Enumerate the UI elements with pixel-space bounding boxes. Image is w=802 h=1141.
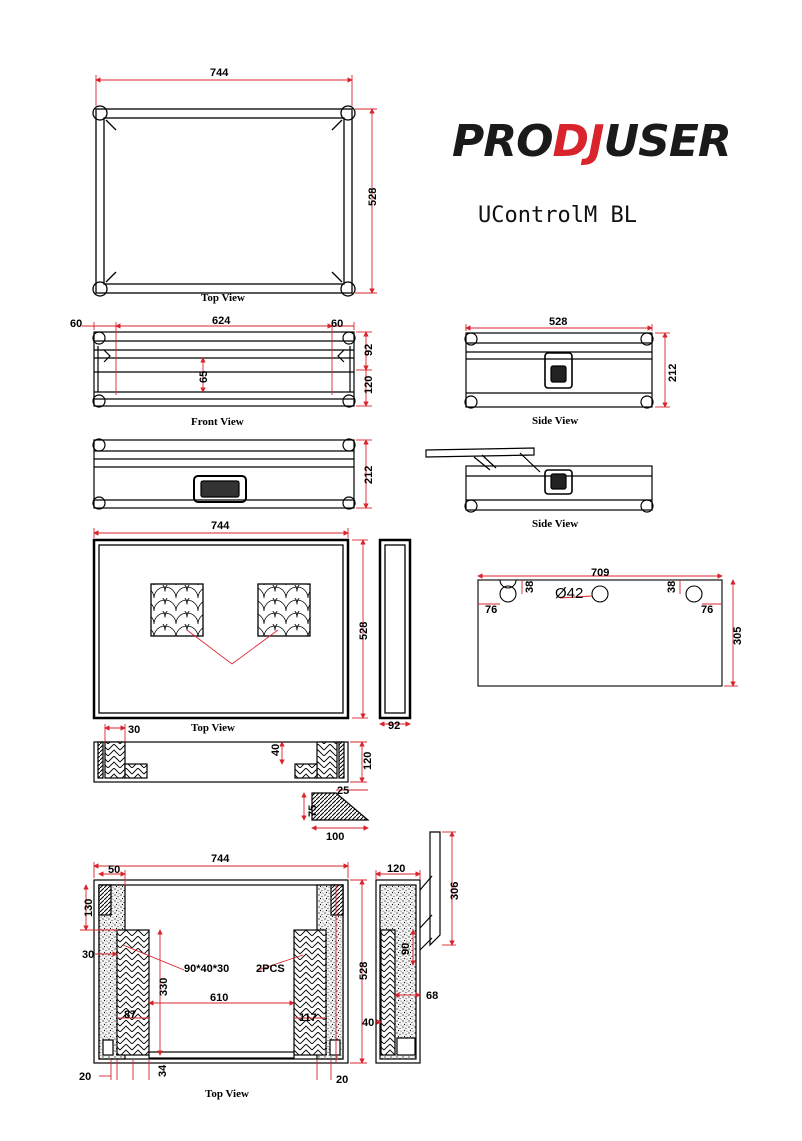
dim-30-b: 30 [82,949,94,961]
dim-60-right: 60 [331,318,343,330]
dim-40-a: 40 [270,744,282,756]
dim-306: 306 [449,882,461,900]
dim-68: 68 [426,990,438,1002]
dim-330: 330 [158,978,170,996]
caption-front-view: Front View [191,416,244,428]
dim-40-b: 40 [362,1017,374,1029]
view-10-foam-layout [93,879,349,1064]
view-5-side-open [425,447,654,513]
dim-phi42: Ø42 [555,585,583,602]
view-2-front [92,331,356,408]
dim-20-right: 20 [336,1074,348,1086]
view-7-panel [477,579,723,687]
dim-20-left: 20 [79,1071,91,1083]
dim-117: 117 [299,1012,317,1024]
dim-624: 624 [212,315,231,327]
view-6-top-interior [92,538,412,720]
dim-528: 528 [367,188,379,206]
dim-212-side: 212 [667,364,679,382]
dim-744: 744 [210,67,229,79]
dim-212-front: 212 [363,466,375,484]
brand-logo: PRODJUSER [452,116,732,167]
view-1-top-frame [92,105,356,297]
dim-120-c: 120 [387,863,405,875]
dim-528-c: 528 [358,962,370,980]
dim-50: 50 [108,864,120,876]
dim-90x40x30: 90*40*30 [184,963,229,975]
view-4-front-handle [92,438,356,510]
dim-65: 65 [198,371,210,383]
view-8-section [93,741,349,783]
dim-30-a: 30 [128,724,140,736]
dim-709: 709 [591,567,609,579]
dim-610: 610 [210,992,228,1004]
dim-75: 75 [307,805,319,817]
dim-744-b: 744 [211,520,230,532]
caption-top-view-3: Top View [205,1088,249,1100]
dim-90: 90 [400,943,412,955]
dim-25: 25 [337,785,349,797]
dim-528-b: 528 [358,622,370,640]
dim-100: 100 [326,831,344,843]
model-name: UControlM BL [478,203,637,228]
dim-38-left: 38 [524,581,536,593]
dim-34: 34 [157,1064,169,1077]
dim-528-side: 528 [549,316,567,328]
dim-38-right: 38 [666,581,678,593]
view-9-wedge [311,792,370,821]
caption-side-view-open: Side View [532,518,578,530]
dim-92-b: 92 [388,720,400,732]
dim-744-c: 744 [211,853,230,865]
view-3-side [464,332,654,409]
dim-130: 130 [83,899,95,917]
dim-60-left: 60 [70,318,82,330]
dim-76-right: 76 [701,604,713,616]
dim-120: 120 [363,376,375,394]
dim-120-b: 120 [362,752,374,770]
caption-top-view-2: Top View [191,722,235,734]
dim-76-left: 76 [485,604,497,616]
dim-87: 87 [124,1009,136,1021]
dim-92: 92 [363,344,375,356]
caption-side-view: Side View [532,415,578,427]
caption-top-view: Top View [201,292,245,304]
dim-305: 305 [732,627,744,645]
dim-2pcs: 2PCS [256,963,285,975]
